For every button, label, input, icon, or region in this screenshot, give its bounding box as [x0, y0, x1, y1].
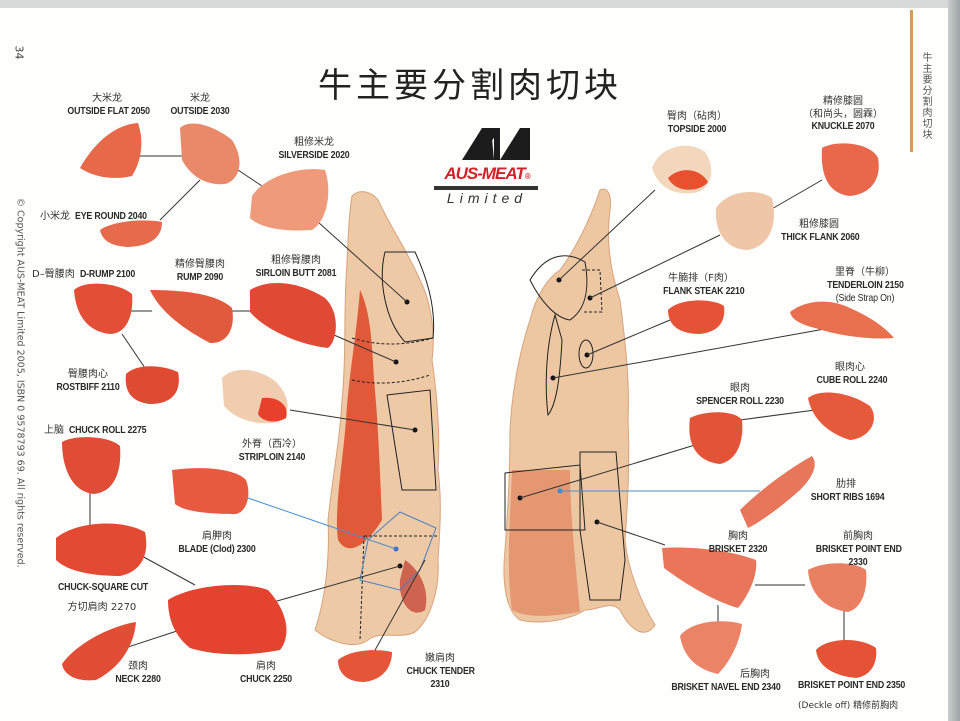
label-d-rump: D–臀腰肉 D-RUMP 2100 — [32, 269, 135, 280]
topside-inner — [668, 170, 708, 190]
thick-flank-piece — [715, 192, 774, 250]
label-eye-round: 小米龙 EYE ROUND 2040 — [40, 211, 147, 222]
label-rostbiff: 臀腰肉心 ROSTBIFF 2110 — [56, 369, 120, 393]
aus-meat-logo: AUS-MEAT® Limited — [432, 124, 542, 214]
label-silverside: 粗修米龙 SILVERSIDE 2020 — [278, 137, 350, 161]
label-neck: 颈肉 NECK 2280 — [115, 661, 161, 685]
right-carcass — [503, 188, 656, 633]
side-chapter-title: 牛主要分割肉切块 — [920, 52, 931, 140]
label-brisket-point-end-deckle: BRISKET POINT END 2350 (Deckle off) 精修前胸… — [798, 680, 906, 711]
label-knuckle: 精修膝圆 （和尚头，圆霖） KNUCKLE 2070 — [803, 96, 883, 132]
brisket-piece — [662, 547, 757, 608]
brisket-point-piece — [808, 563, 867, 612]
copyright-notice: © Copyright AUS-MEAT Limited 2005, ISBN … — [14, 197, 26, 568]
page-title: 牛主要分割肉切块 — [318, 66, 622, 106]
left-carcass — [314, 191, 441, 645]
blue-leader-lines — [247, 490, 760, 550]
neck-piece — [62, 622, 136, 681]
label-chuck-tender: 嫩肩肉 CHUCK TENDER 2310 — [406, 653, 475, 690]
leader-lines — [89, 155, 845, 653]
label-outside-flat: 大米龙 OUTSIDE FLAT 2050 — [67, 93, 150, 117]
label-chuck-square-cut: CHUCK-SQUARE CUT 方切肩肉 2270 — [58, 582, 149, 613]
eye-round-piece — [100, 220, 162, 247]
chuck-roll-piece — [62, 437, 121, 494]
label-topside: 臀肉（砧肉） TOPSIDE 2000 — [667, 111, 727, 135]
label-outside: 米龙 OUTSIDE 2030 — [170, 93, 230, 117]
meat-pieces — [56, 123, 894, 682]
aus-meat-logo-symbol — [462, 128, 530, 160]
outside-piece — [180, 123, 240, 185]
label-tenderloin: 里脊（牛柳） TENDERLOIN 2150 (Side Strap On) — [827, 267, 904, 304]
d-rump-piece — [74, 283, 133, 334]
label-rump: 精修臀腰肉 RUMP 2090 — [175, 259, 225, 283]
scan-top-edge — [0, 0, 960, 8]
knuckle-piece — [821, 143, 879, 196]
chuck-square-piece — [56, 523, 147, 576]
brisket-navel-piece — [680, 621, 742, 674]
short-ribs-piece — [740, 456, 815, 528]
page-number: 34 — [12, 45, 26, 60]
spencer-roll-piece — [689, 412, 743, 464]
label-brisket-navel-end: 后胸肉 BRISKET NAVEL END 2340 — [671, 669, 781, 693]
silverside-piece — [250, 169, 329, 231]
logo-divider — [434, 186, 538, 190]
chuck-piece — [168, 585, 287, 655]
label-thick-flank: 粗修膝圆 THICK FLANK 2060 — [781, 219, 860, 243]
striploin-eye — [258, 397, 287, 422]
flank-steak-piece — [668, 300, 725, 334]
book-page — [0, 8, 948, 721]
logo-subtitle: Limited — [446, 190, 528, 206]
label-flank-steak: 牛腩排（F肉） FLANK STEAK 2210 — [663, 273, 745, 297]
chuck-tender-piece — [338, 650, 392, 682]
brisket-point-deckle-piece — [816, 639, 877, 678]
blade-piece — [172, 468, 249, 514]
label-sirloin-butt: 粗修臀腰肉 SIRLOIN BUTT 2081 — [255, 255, 337, 279]
label-blade: 肩胛肉 BLADE (Clod) 2300 — [178, 531, 256, 555]
label-chuck: 肩肉 CHUCK 2250 — [239, 661, 293, 685]
rostbiff-piece — [125, 366, 179, 404]
tenderloin-piece — [790, 301, 894, 339]
outside-flat-piece — [80, 123, 142, 178]
label-short-ribs: 肋排 SHORT RIBS 1694 — [810, 479, 885, 503]
label-brisket-point-end: 前胸肉 BRISKET POINT END 2330 — [815, 531, 902, 568]
scan-right-edge — [948, 0, 960, 721]
label-cube-roll: 眼肉心 CUBE ROLL 2240 — [816, 362, 888, 386]
cube-roll-piece — [808, 392, 874, 440]
sirloin-butt-piece — [250, 283, 336, 348]
rump-piece — [150, 290, 233, 344]
label-brisket: 胸肉 BRISKET 2320 — [708, 531, 768, 555]
label-striploin: 外脊（西冷） STRIPLOIN 2140 — [238, 439, 306, 463]
logo-brand: AUS-MEAT® — [444, 164, 530, 183]
label-spencer-roll: 眼肉 SPENCER ROLL 2230 — [696, 383, 784, 407]
chapter-accent-bar — [910, 10, 913, 152]
label-chuck-roll: 上脑 CHUCK ROLL 2275 — [44, 425, 147, 436]
